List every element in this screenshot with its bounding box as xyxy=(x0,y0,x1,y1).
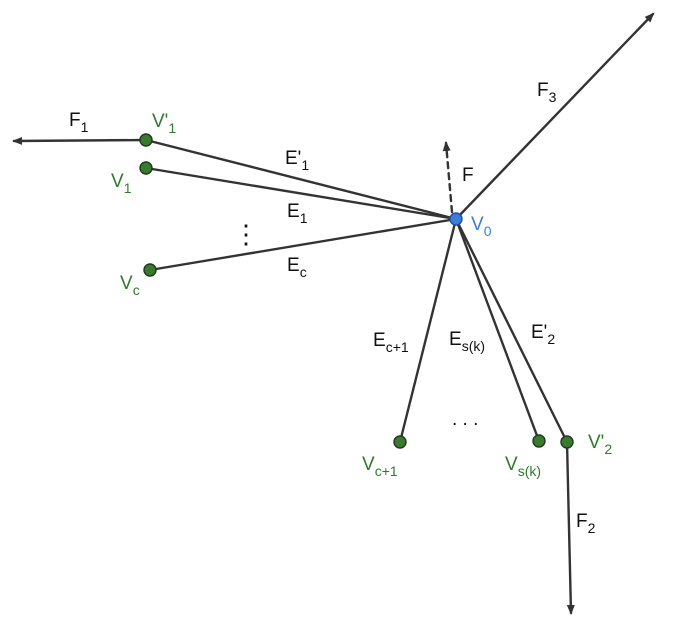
label-vc: Vc xyxy=(120,273,140,298)
vertex-vc xyxy=(143,263,157,277)
vertical-ellipsis: ⋮ xyxy=(233,219,259,249)
force-f3-arrow xyxy=(454,12,655,221)
label-e2-prime: E'2 xyxy=(531,322,555,347)
force-f2-arrow xyxy=(565,440,575,615)
vertex-v1 xyxy=(139,161,153,175)
edge-esk xyxy=(454,217,541,443)
label-f1: F1 xyxy=(69,110,89,135)
vertex-v2-prime xyxy=(560,435,574,449)
force-f1-arrow xyxy=(12,136,148,145)
label-vc1: Vc+1 xyxy=(362,454,398,479)
label-ec: Ec xyxy=(287,255,307,280)
vertex-v1-prime xyxy=(139,133,153,147)
edge-ec1 xyxy=(398,217,458,444)
label-f2: F2 xyxy=(576,511,596,536)
label-v0: V0 xyxy=(471,214,492,239)
label-ec1: Ec+1 xyxy=(373,330,409,355)
force-f-dashed-arrow xyxy=(442,141,454,214)
label-esk: Es(k) xyxy=(449,329,485,354)
horizontal-ellipsis: . . . xyxy=(452,409,478,430)
label-v1: V1 xyxy=(111,171,132,196)
label-v1-prime: V'1 xyxy=(152,111,176,136)
edge-e1-prime xyxy=(144,138,458,221)
vertex-vc1 xyxy=(393,435,407,449)
label-e1-prime: E'1 xyxy=(285,148,309,173)
label-vsk: Vs(k) xyxy=(505,454,541,479)
label-e1: E1 xyxy=(287,201,308,226)
vertex-vsk xyxy=(532,434,546,448)
edge-e1 xyxy=(144,166,458,221)
label-f: F xyxy=(462,165,474,186)
vertex-v0 xyxy=(449,212,463,226)
edge-ec xyxy=(148,217,458,272)
label-f3: F3 xyxy=(537,80,557,105)
edge-e2-prime xyxy=(454,217,569,444)
label-v2-prime: V'2 xyxy=(588,432,612,457)
